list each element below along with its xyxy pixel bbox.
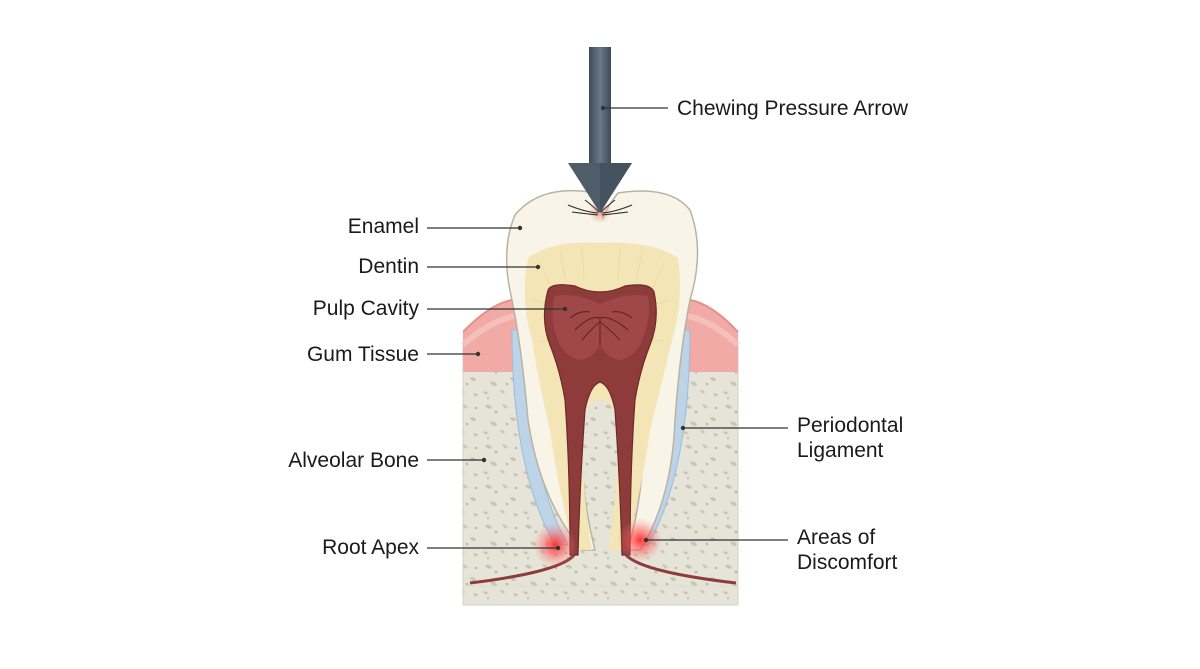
label-gum-tissue: Gum Tissue xyxy=(306,343,419,366)
label-chewing-pressure-arrow: Chewing Pressure Arrow xyxy=(677,97,909,120)
label-dentin: Dentin xyxy=(358,255,419,278)
pressure-crack-lines xyxy=(567,199,633,216)
chewing-pressure-arrow xyxy=(568,47,632,213)
label-discomfort-line2: Discomfort xyxy=(797,551,898,575)
label-enamel: Enamel xyxy=(347,215,419,238)
label-areas-of-discomfort: Areas of Discomfort xyxy=(797,525,897,575)
label-periodontal-line1: Periodontal xyxy=(797,414,904,437)
discomfort-spot-left xyxy=(533,523,577,567)
discomfort-spot-right xyxy=(618,518,662,562)
label-pulp-cavity: Pulp Cavity xyxy=(312,297,419,320)
label-alveolar-bone: Alveolar Bone xyxy=(288,449,419,472)
label-root-apex: Root Apex xyxy=(322,536,419,559)
label-discomfort-line1: Areas of xyxy=(797,526,876,549)
label-periodontal-ligament: Periodontal Ligament xyxy=(797,413,903,463)
label-periodontal-line2: Ligament xyxy=(797,439,884,463)
